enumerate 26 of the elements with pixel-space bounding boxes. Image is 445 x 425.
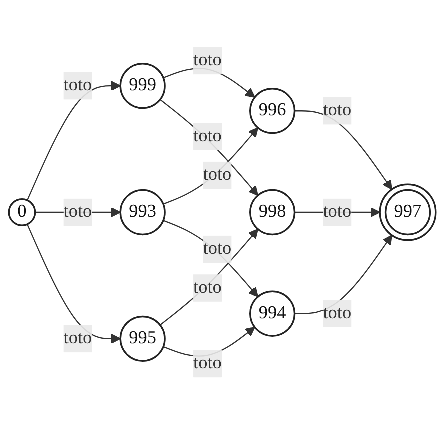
edge-label: toto: [64, 202, 92, 222]
edge-label: toto: [64, 76, 92, 96]
arrow: [26, 81, 122, 201]
node-circle: 995: [120, 316, 166, 362]
arrow: [163, 220, 259, 298]
edge-label: toto: [194, 50, 222, 70]
arrow: [160, 228, 259, 326]
edge-label: toto: [323, 304, 352, 323]
node-circle: 998: [250, 189, 296, 236]
arrow: [160, 99, 259, 196]
node-circle: 993: [120, 189, 166, 236]
node-circle: 994: [250, 290, 296, 337]
node-circle: 996: [250, 88, 296, 134]
edge-label: toto: [64, 328, 92, 348]
arrow: [163, 128, 259, 205]
node-circle: 997: [379, 184, 437, 242]
edge-label: toto: [194, 354, 222, 374]
node-circle: 999: [120, 63, 166, 110]
edge-label: toto: [323, 100, 352, 120]
node-circle: 0: [8, 198, 36, 226]
edge-label: toto: [203, 165, 232, 185]
edge-label: toto: [194, 126, 222, 146]
arrow: [26, 224, 122, 344]
edge-label: toto: [194, 278, 222, 298]
edge-label: toto: [323, 202, 352, 222]
edge-label: toto: [203, 239, 232, 259]
